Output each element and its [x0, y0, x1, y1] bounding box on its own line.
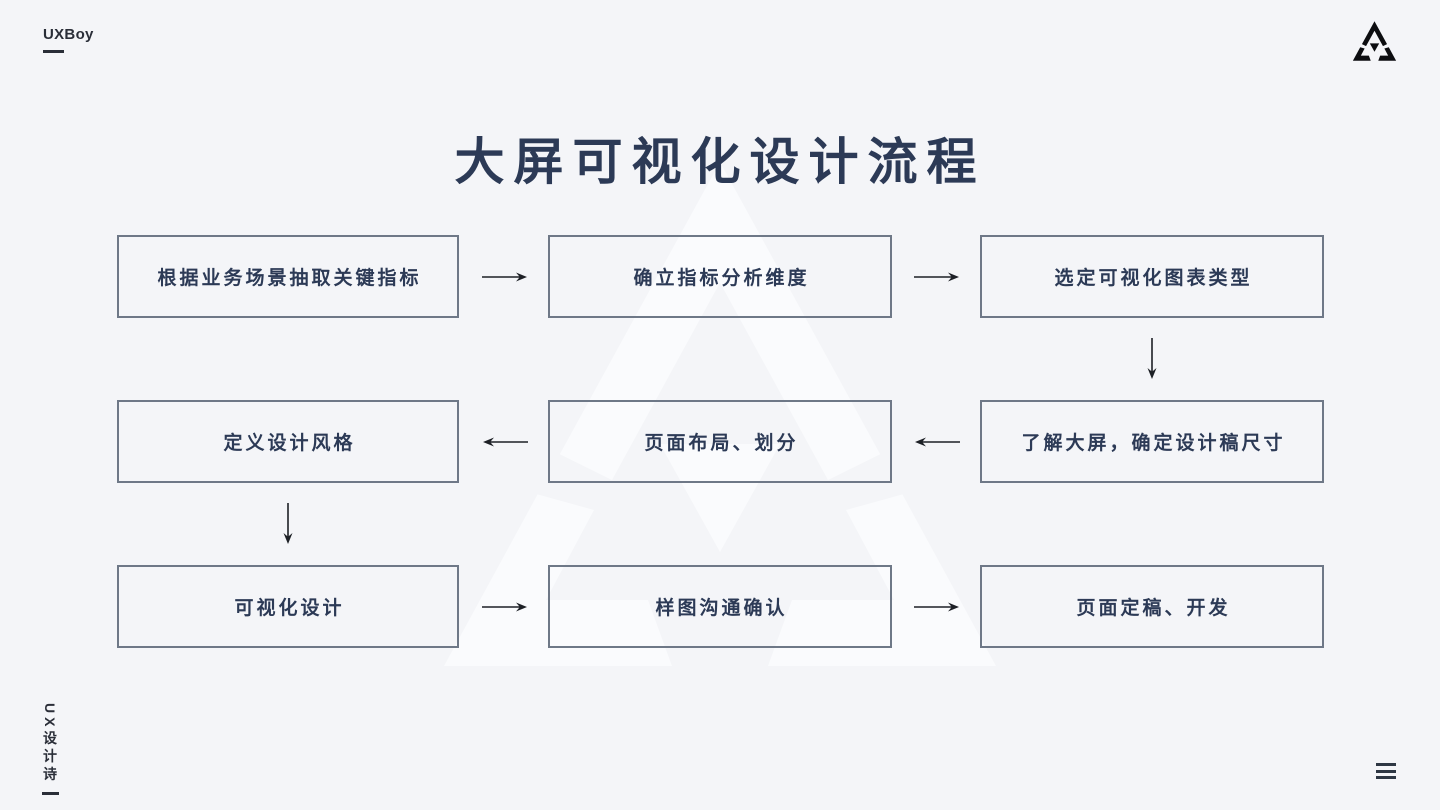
brand: UXBoy — [43, 26, 94, 53]
page-title: 大屏可视化设计流程 — [454, 133, 986, 190]
flow-step-3-box: 选定可视化图表类型 — [980, 235, 1324, 318]
flow-step-4-label: 了解大屏，确定设计稿尺寸 — [1021, 433, 1286, 454]
flow-step-2-box: 确立指标分析维度 — [548, 235, 892, 318]
flow-step-1-label: 根据业务场景抽取关键指标 — [157, 268, 422, 289]
arrow-right-icon — [914, 271, 960, 283]
arrow-left-icon — [914, 436, 960, 448]
footer-vertical-text: UX设计诗 — [42, 703, 58, 785]
brand-underline — [43, 50, 64, 53]
arrow-right-icon — [482, 601, 528, 613]
flow-step-6-box: 定义设计风格 — [117, 400, 459, 483]
flow-step-6-label: 定义设计风格 — [223, 433, 356, 454]
flow-step-1-box: 根据业务场景抽取关键指标 — [117, 235, 459, 318]
flow-step-8-label: 样图沟通确认 — [655, 598, 788, 619]
footer-underline — [41, 792, 59, 796]
footer-brand: UX设计诗 — [40, 703, 60, 796]
flow-step-5-box: 页面布局、划分 — [548, 400, 892, 483]
flow-step-7-box: 可视化设计 — [117, 565, 459, 648]
flow-step-5-label: 页面布局、划分 — [644, 433, 799, 454]
flow-step-7-label: 可视化设计 — [234, 598, 345, 619]
arrow-right-icon — [914, 601, 960, 613]
flow-step-4-box: 了解大屏，确定设计稿尺寸 — [980, 400, 1324, 483]
arrow-left-icon — [482, 436, 528, 448]
triangle-logo-icon — [1351, 20, 1398, 62]
brand-name: UXBoy — [43, 26, 94, 43]
flow-step-3-label: 选定可视化图表类型 — [1054, 268, 1253, 289]
arrow-down-icon — [1146, 338, 1158, 380]
flow-step-9-label: 页面定稿、开发 — [1076, 598, 1231, 619]
flow-step-2-label: 确立指标分析维度 — [633, 268, 810, 289]
arrow-down-icon — [282, 503, 294, 545]
arrow-right-icon — [482, 271, 528, 283]
flow-step-8-box: 样图沟通确认 — [548, 565, 892, 648]
flow-step-9-box: 页面定稿、开发 — [980, 565, 1324, 648]
hamburger-menu-icon[interactable] — [1376, 763, 1396, 779]
